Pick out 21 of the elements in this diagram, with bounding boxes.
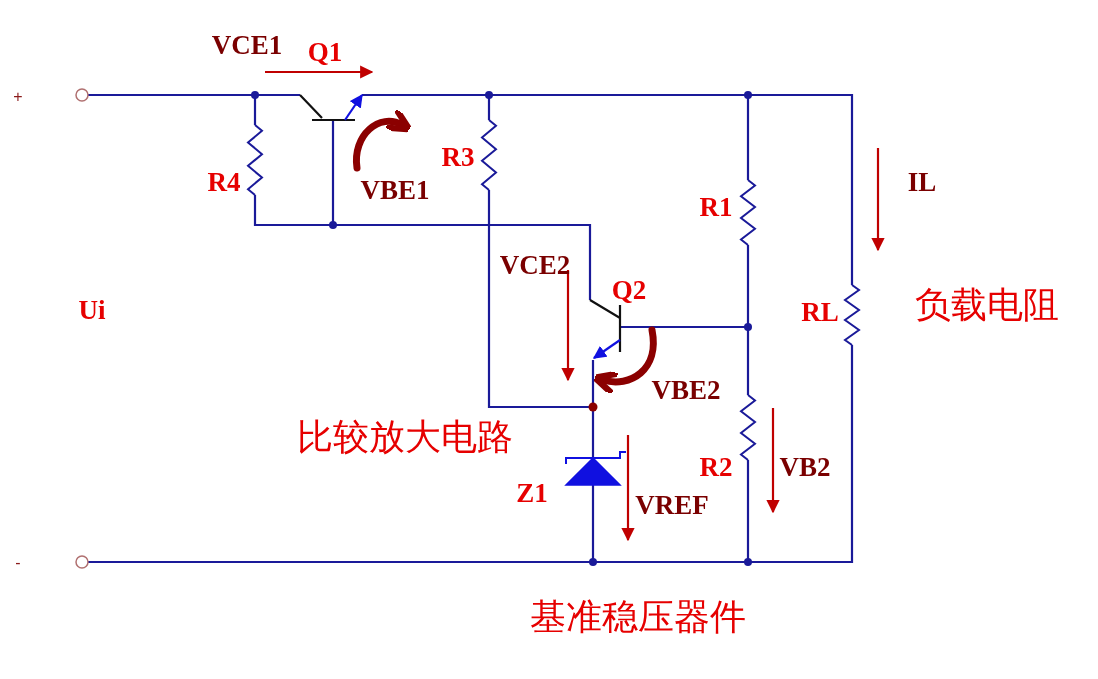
voltage-label: Ui bbox=[78, 296, 106, 324]
voltage-label: VBE2 bbox=[651, 376, 721, 404]
component-label: Z1 bbox=[516, 479, 548, 507]
component-label: RL bbox=[801, 298, 839, 326]
component-label: Q2 bbox=[611, 276, 647, 304]
voltage-label: VBE1 bbox=[360, 176, 430, 204]
voltage-label: VCE2 bbox=[499, 251, 571, 279]
annotation-text: 负载电阻 bbox=[915, 287, 1059, 323]
annotation-text: 比较放大电路 bbox=[297, 419, 513, 455]
component-label: R1 bbox=[699, 193, 733, 221]
voltage-label: VREF bbox=[635, 491, 709, 519]
current-label: IL bbox=[907, 168, 937, 196]
annotation-text: 基准稳压器件 bbox=[530, 599, 746, 635]
terminal-sign: - bbox=[15, 555, 21, 571]
component-label: R4 bbox=[207, 168, 241, 196]
component-label: R3 bbox=[441, 143, 475, 171]
terminal-sign: + bbox=[13, 89, 23, 105]
voltage-label: VB2 bbox=[779, 453, 831, 481]
component-label: Q1 bbox=[307, 38, 343, 66]
voltage-label: VCE1 bbox=[211, 31, 283, 59]
component-label: R2 bbox=[699, 453, 733, 481]
